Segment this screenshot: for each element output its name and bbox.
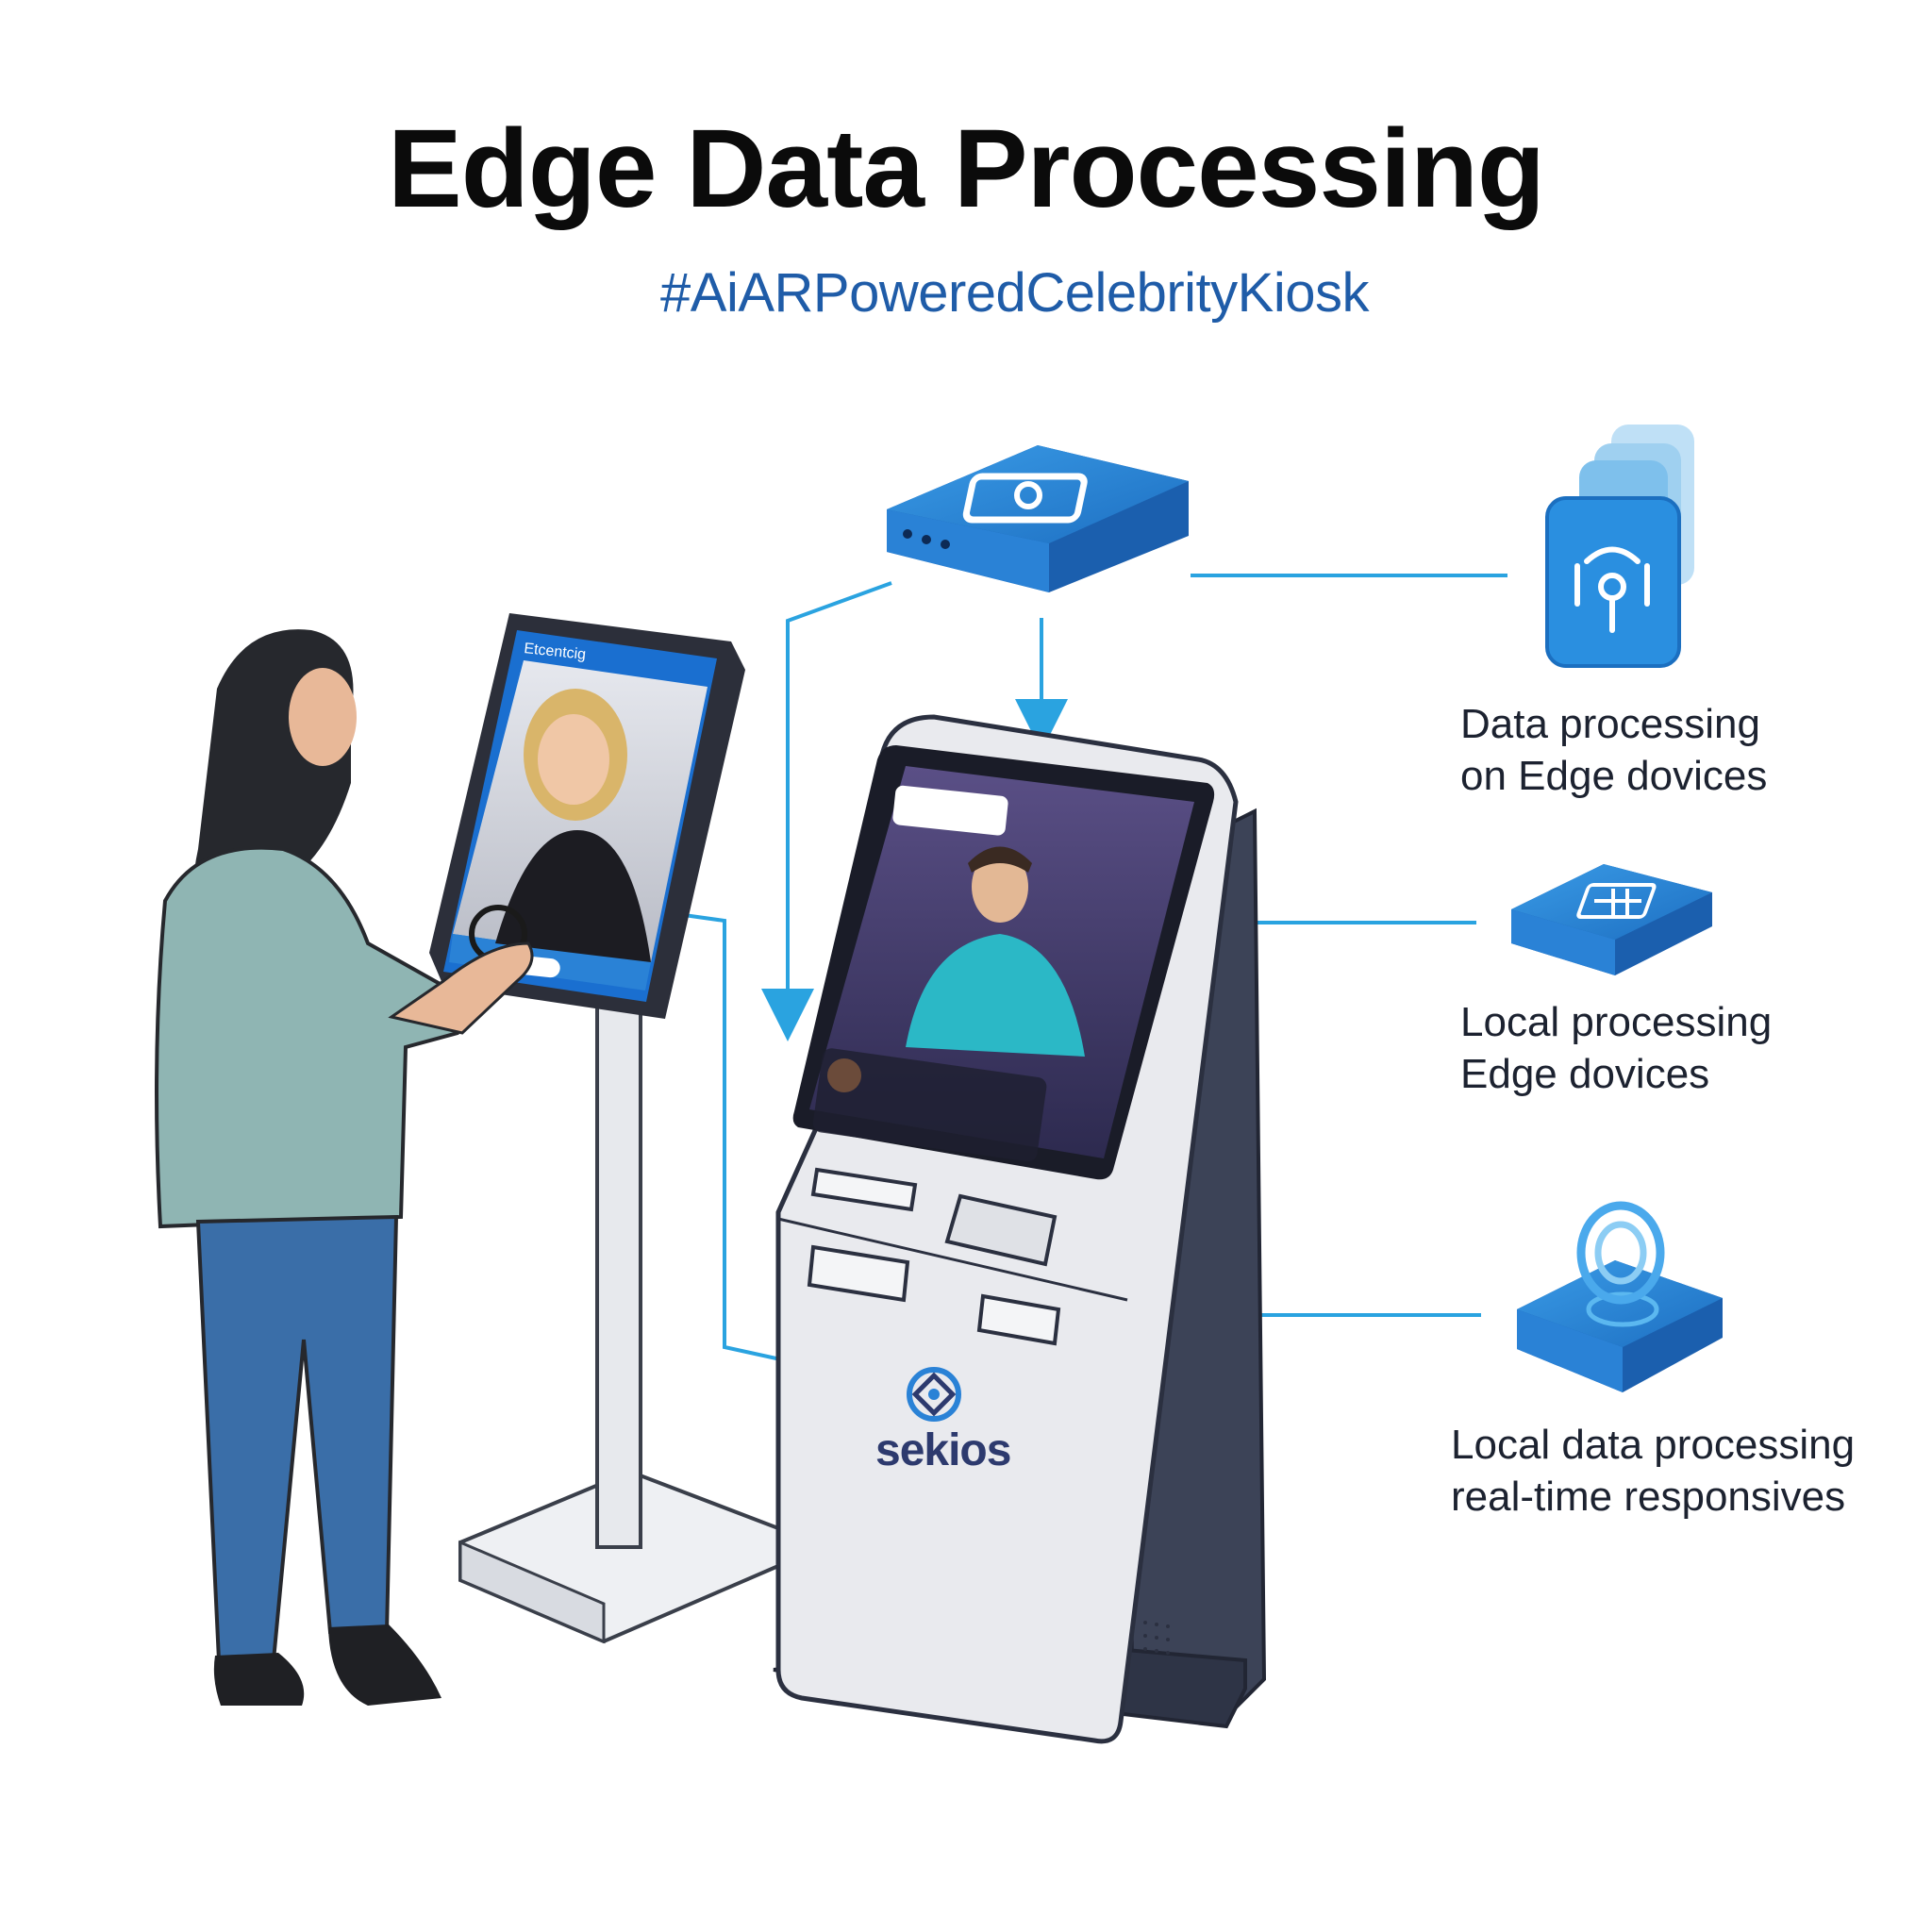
sensor-target-icon bbox=[1517, 1201, 1723, 1392]
label-local-processing: Local processing Edge dovices bbox=[1460, 996, 1772, 1100]
label-data-processing: Data processing on Edge dovices bbox=[1460, 698, 1767, 802]
main-kiosk bbox=[773, 714, 1267, 1744]
kiosk-brand-text: sekios bbox=[875, 1425, 1011, 1475]
label-local-data-line2: real-time responsives bbox=[1451, 1474, 1846, 1520]
label-local-processing-line2: Edge dovices bbox=[1460, 1051, 1710, 1097]
label-data-processing-line1: Data processing bbox=[1460, 701, 1760, 747]
hashtag-subtitle: #AiARPoweredCelebrityKiosk bbox=[660, 262, 1370, 324]
connector-router-to-kiosk-left bbox=[761, 581, 892, 1041]
sekios-logo-icon bbox=[907, 1367, 961, 1422]
processing-chip-icon bbox=[1511, 864, 1712, 975]
tablet-header-text: Etcentcig bbox=[524, 641, 587, 663]
label-local-data-line1: Local data processing bbox=[1451, 1422, 1856, 1468]
label-local-data: Local data processing real-time responsi… bbox=[1451, 1419, 1855, 1523]
edge-device-stack-icon bbox=[1545, 425, 1694, 668]
edge-router-icon bbox=[887, 445, 1189, 592]
tablet-kiosk: Etcentcig bbox=[429, 613, 780, 1644]
user-person bbox=[155, 629, 534, 1706]
label-local-processing-line1: Local processing bbox=[1460, 999, 1773, 1045]
page-title: Edge Data Processing bbox=[388, 107, 1545, 231]
label-data-processing-line2: on Edge dovices bbox=[1460, 753, 1768, 799]
